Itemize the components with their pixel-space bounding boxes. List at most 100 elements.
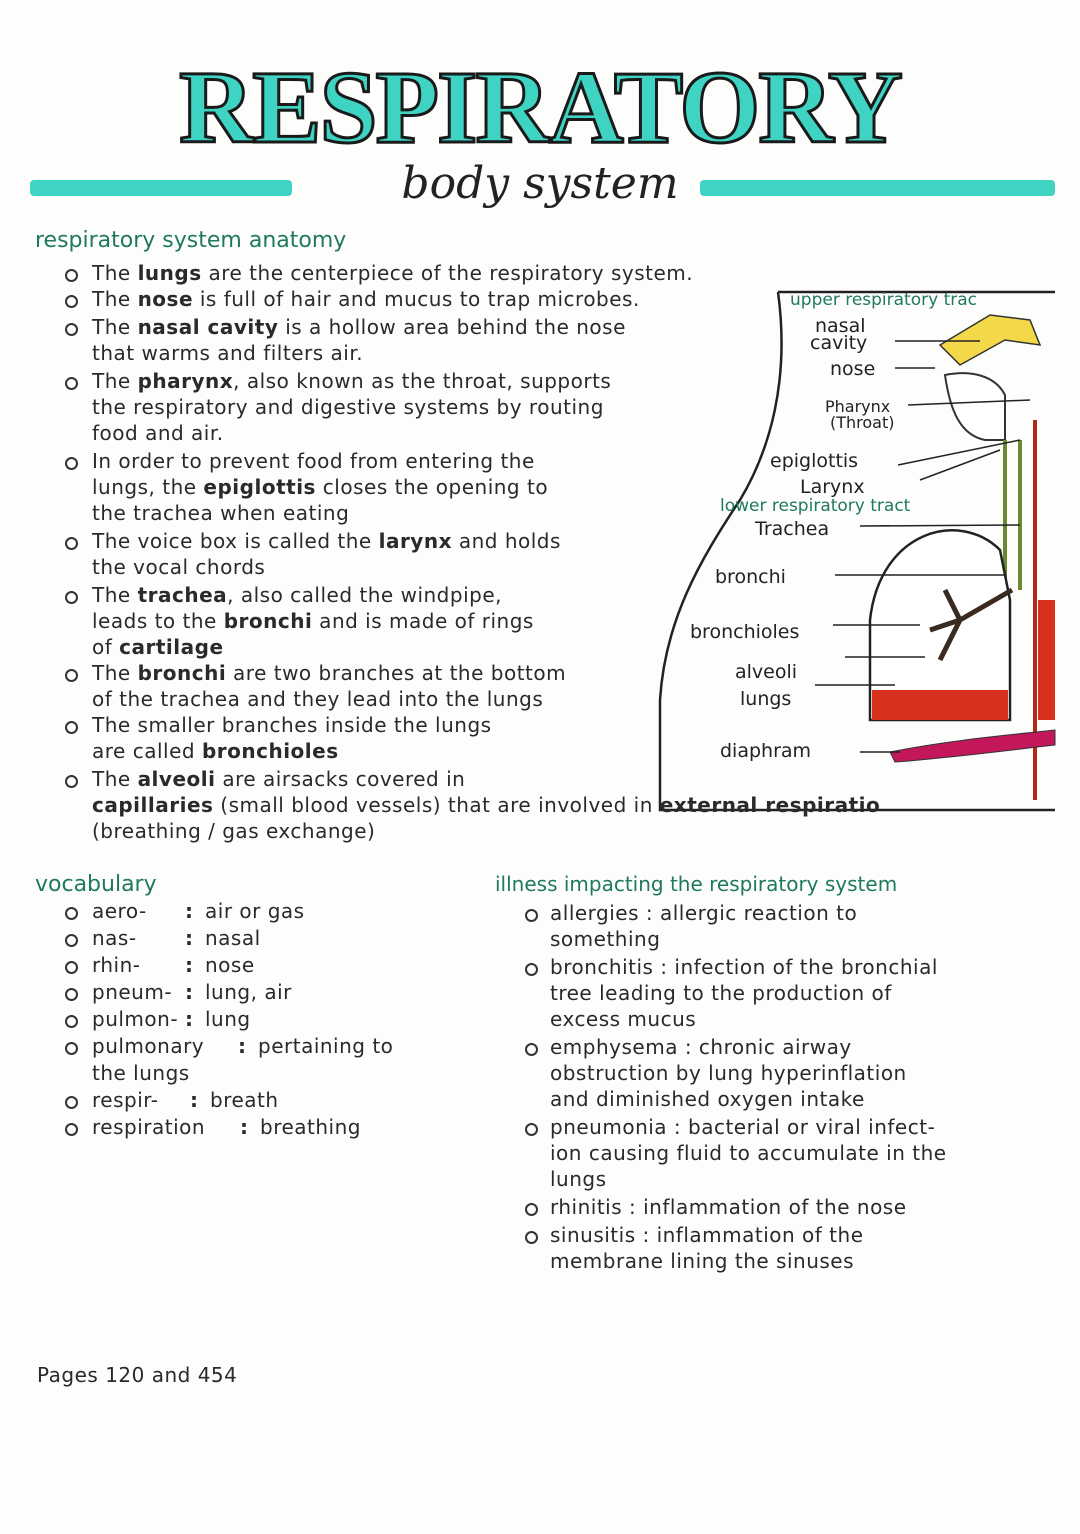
anatomy-bullet-line: lungs, the epiglottis closes the opening… — [92, 474, 548, 500]
anatomy-bullet-line: (breathing / gas exchange) — [92, 818, 375, 844]
vocab-definition: lung — [205, 1007, 251, 1031]
label-lungs: lungs — [740, 688, 792, 710]
illness-line: sinusitis : inflammation of the — [550, 1223, 864, 1247]
colon: : — [185, 1007, 194, 1031]
bullet-icon — [525, 963, 538, 976]
anatomy-bullet-line: The bronchi are two branches at the bott… — [92, 660, 566, 686]
illness-line: allergies : allergic reaction to — [550, 901, 858, 925]
upper-tract-label: upper respiratory trac — [790, 290, 977, 310]
vocab-definition: breath — [210, 1088, 279, 1112]
vocab-definition: nasal — [205, 926, 261, 950]
text-segment: that warms and filters air. — [92, 341, 364, 365]
text-segment: The smaller branches inside the lungs — [92, 713, 492, 737]
teal-divider-left — [30, 180, 292, 196]
label-alveoli: alveoli — [735, 661, 798, 683]
illness-line: rhinitis : inflammation of the nose — [550, 1195, 907, 1219]
anatomy-bullet-line: the trachea when eating — [92, 500, 349, 526]
illness-line: excess mucus — [550, 1007, 697, 1031]
illness-line: tree leading to the production of — [550, 981, 892, 1005]
vocab-definition: nose — [205, 953, 255, 977]
right-lung-shading — [1038, 600, 1055, 720]
anatomy-bullet-line: of cartilage — [92, 634, 224, 660]
vocab-term: aero- — [92, 899, 147, 923]
bullet-icon — [65, 1096, 78, 1109]
bullet-icon — [65, 934, 78, 947]
text-segment: are airsacks covered in — [215, 767, 466, 791]
colon: : — [240, 1115, 249, 1139]
illness-line: bronchitis : infection of the bronchial — [550, 955, 938, 979]
page-subtitle: body system — [401, 158, 679, 209]
anatomy-bullet-line: The nasal cavity is a hollow area behind… — [92, 314, 626, 340]
text-segment: The voice box is called the — [92, 529, 379, 553]
colon: : — [185, 980, 194, 1004]
text-segment: The — [92, 661, 138, 685]
illness-line: emphysema : chronic airway — [550, 1035, 852, 1059]
text-segment: larynx — [378, 529, 452, 553]
text-segment: The — [92, 583, 138, 607]
page-reference: Pages 120 and 454 — [37, 1363, 238, 1387]
diaphragm-shape — [889, 729, 1056, 763]
text-segment: The — [92, 261, 138, 285]
text-segment: The — [92, 315, 138, 339]
text-segment: the trachea when eating — [92, 501, 350, 525]
colon: : — [185, 953, 194, 977]
bullet-icon — [65, 775, 78, 788]
text-segment: (small blood vessels) that are involved … — [213, 793, 660, 817]
anatomy-bullet-line: the respiratory and digestive systems by… — [92, 394, 604, 420]
text-segment: nasal cavity — [137, 315, 279, 339]
bullet-icon — [65, 537, 78, 550]
label-nasal: nasal — [815, 315, 866, 337]
text-segment: bronchi — [223, 609, 313, 633]
vocab-definition: air or gas — [205, 899, 305, 923]
anatomy-bullet-line: are called bronchioles — [92, 738, 339, 764]
anatomy-bullet-line: food and air. — [92, 420, 224, 446]
bullet-icon — [525, 1123, 538, 1136]
text-segment: In order to prevent food from entering t… — [92, 449, 535, 473]
text-segment: of — [92, 635, 120, 659]
vocab-term: rhin- — [92, 953, 141, 977]
text-segment: bronchi — [137, 661, 227, 685]
text-segment: alveoli — [137, 767, 216, 791]
text-segment: is a hollow area behind the nose — [278, 315, 626, 339]
text-segment: external respiratio — [659, 793, 881, 817]
text-segment: capillaries — [92, 793, 214, 817]
illness-line: obstruction by lung hyperinflation — [550, 1061, 907, 1085]
text-segment: and is made of rings — [312, 609, 534, 633]
bullet-icon — [65, 269, 78, 282]
illness-line: ion causing fluid to accumulate in the — [550, 1141, 947, 1165]
anatomy-bullet-line: The pharynx, also known as the throat, s… — [92, 368, 611, 394]
label-trachea: Trachea — [755, 518, 830, 540]
illness-line: membrane lining the sinuses — [550, 1249, 855, 1273]
anatomy-bullet-line: that warms and filters air. — [92, 340, 363, 366]
label-throat: (Throat) — [830, 413, 895, 432]
bullet-icon — [65, 907, 78, 920]
bullet-icon — [65, 1015, 78, 1028]
text-segment: nose — [137, 287, 194, 311]
text-segment: food and air. — [92, 421, 224, 445]
text-segment: cartilage — [119, 635, 224, 659]
teal-divider-right — [700, 180, 1055, 196]
label-bronchioles: bronchioles — [690, 621, 800, 643]
label-bronchi: bronchi — [715, 566, 786, 588]
text-segment: closes the opening to — [315, 475, 549, 499]
label-cavity: cavity — [810, 332, 868, 354]
colon: : — [238, 1034, 247, 1058]
bullet-icon — [525, 1203, 538, 1216]
bullet-icon — [65, 295, 78, 308]
text-segment: epiglottis — [203, 475, 316, 499]
anatomy-bullet-line: of the trachea and they lead into the lu… — [92, 686, 543, 712]
illness-line: pneumonia : bacterial or viral infect- — [550, 1115, 936, 1139]
anatomy-bullet-line: leads to the bronchi and is made of ring… — [92, 608, 534, 634]
diagram-frame — [658, 290, 1055, 812]
text-segment: pharynx — [137, 369, 234, 393]
anatomy-bullet-line: The trachea, also called the windpipe, — [92, 582, 502, 608]
text-segment: The — [92, 369, 138, 393]
illness-line: and diminished oxygen intake — [550, 1087, 865, 1111]
text-segment: , also called the windpipe, — [227, 583, 502, 607]
page-title: RESPIRATORY — [178, 49, 905, 167]
text-segment: leads to the — [92, 609, 224, 633]
text-segment: bronchioles — [201, 739, 339, 763]
text-segment: is full of hair and mucus to trap microb… — [193, 287, 640, 311]
label-epiglottis: epiglottis — [770, 450, 859, 472]
